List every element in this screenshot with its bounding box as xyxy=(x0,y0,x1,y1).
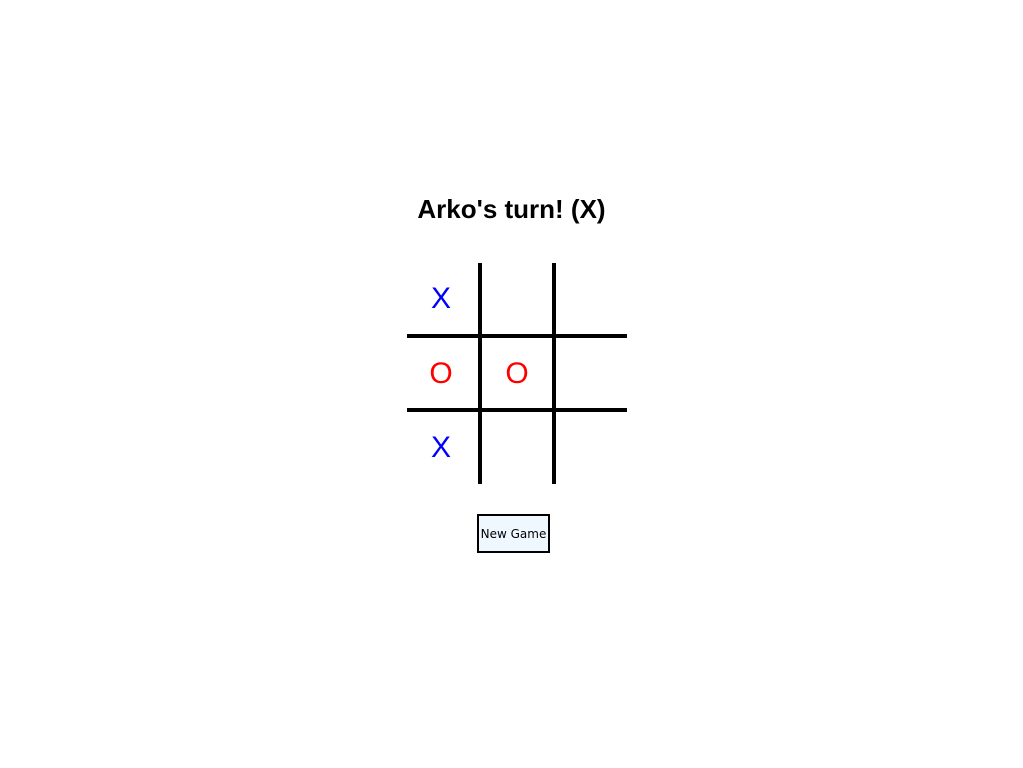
grid-line-horizontal-1 xyxy=(407,334,627,338)
new-game-button[interactable]: New Game xyxy=(477,514,550,553)
grid-line-vertical-2 xyxy=(552,263,556,484)
cell-1-0[interactable]: O xyxy=(429,357,453,390)
cell-2-0[interactable]: X xyxy=(430,431,451,464)
cell-0-1[interactable] xyxy=(481,263,553,335)
cell-0-0[interactable]: X xyxy=(430,282,451,315)
grid-line-vertical-1 xyxy=(478,263,482,484)
cell-1-1[interactable]: O xyxy=(505,357,529,390)
cell-2-1[interactable] xyxy=(481,412,553,484)
cell-2-2[interactable] xyxy=(556,412,628,484)
cell-0-2[interactable] xyxy=(556,263,628,335)
tic-tac-toe-board: X O O X xyxy=(405,263,627,484)
grid-line-horizontal-2 xyxy=(407,408,627,412)
cell-1-2[interactable] xyxy=(556,338,628,410)
turn-status: Arko's turn! (X) xyxy=(417,194,606,224)
